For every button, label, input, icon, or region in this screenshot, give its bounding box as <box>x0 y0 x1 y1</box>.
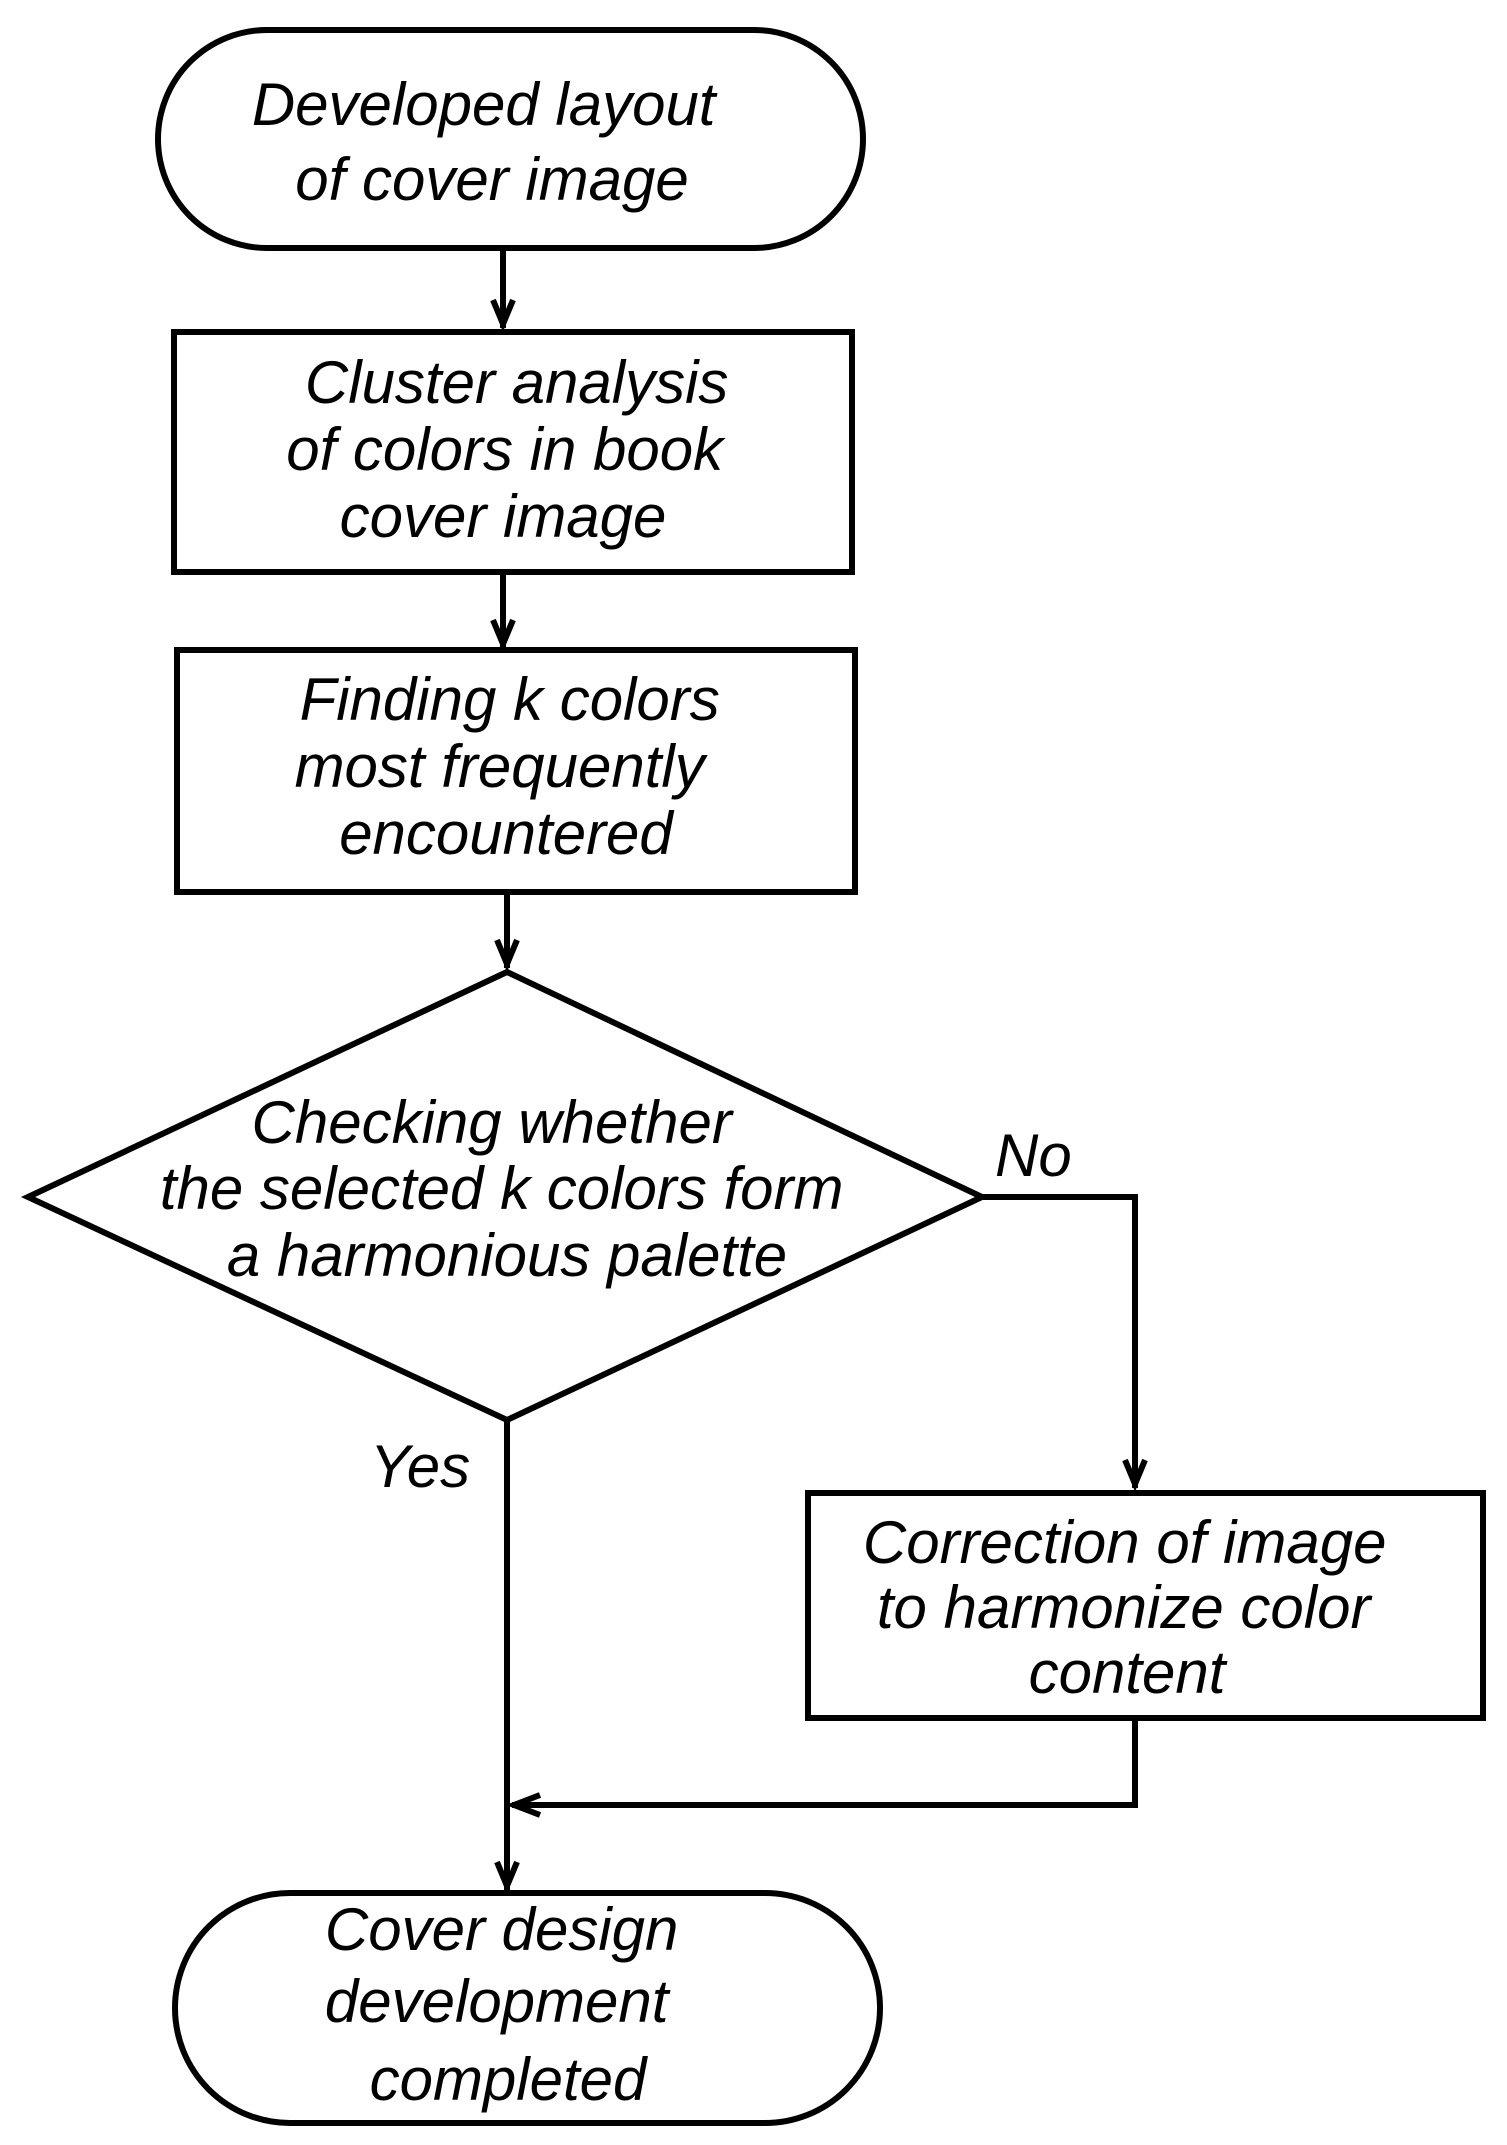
node-cluster-line-1: Cluster analysis <box>305 349 729 416</box>
connectors <box>490 250 1148 1894</box>
node-end: Cover design development completed <box>172 1890 883 2126</box>
node-check-text: Checking whether the selected k colors f… <box>160 1089 860 1289</box>
node-finding-line-2: most frequently <box>295 733 709 800</box>
edge-correction-merge <box>512 1720 1138 1808</box>
node-check-line-1: Checking whether <box>252 1089 734 1156</box>
node-cluster-line-3: cover image <box>340 483 667 550</box>
cluster-process-box <box>171 329 855 575</box>
node-finding: Finding k colors most frequently encount… <box>174 647 858 895</box>
node-correction: Correction of image to harmonize color c… <box>805 1490 1486 1721</box>
node-finding-line-1: Finding k colors <box>300 666 720 733</box>
node-end-line-3: completed <box>370 2046 648 2113</box>
node-correction-line-2: to harmonize color <box>877 1574 1373 1641</box>
edge-check-no-to-correction <box>983 1194 1138 1488</box>
arrowhead-check <box>494 938 520 972</box>
node-finding-text: Finding k colors most frequently encount… <box>295 666 737 867</box>
node-correction-line-1: Correction of image <box>863 1509 1387 1576</box>
node-cluster: Cluster analysis of colors in book cover… <box>171 329 855 575</box>
finding-process-box <box>174 647 858 895</box>
node-check-line-2: the selected k colors form <box>160 1155 844 1222</box>
check-decision-diamond <box>20 968 990 1424</box>
node-start: Developed layout of cover image <box>155 27 866 251</box>
arrowhead-correction <box>1122 1458 1148 1492</box>
node-finding-line-3: encountered <box>339 800 674 867</box>
node-correction-text: Correction of image to harmonize color c… <box>863 1509 1403 1706</box>
arrowhead-merge <box>505 1792 542 1818</box>
node-check-line-3: a harmonious palette <box>227 1222 787 1289</box>
node-cluster-line-2: of colors in book <box>286 416 726 483</box>
node-start-line-2: of cover image <box>295 146 689 213</box>
node-end-line-2: development <box>325 1968 671 2035</box>
arrowhead-end <box>494 1860 520 1894</box>
arrowhead-finding <box>490 618 516 652</box>
arrowhead-cluster <box>490 298 516 332</box>
node-correction-line-3: content <box>1029 1639 1228 1706</box>
node-end-line-1: Cover design <box>325 1896 679 1963</box>
correction-process-box <box>805 1490 1486 1721</box>
end-terminator <box>172 1890 883 2126</box>
node-end-text: Cover design development completed <box>325 1896 695 2113</box>
start-terminator <box>155 27 866 251</box>
edge-label-yes: Yes <box>370 1433 470 1500</box>
node-cluster-text: Cluster analysis of colors in book cover… <box>286 349 745 550</box>
edge-label-no: No <box>995 1122 1072 1189</box>
node-start-text: Developed layout of cover image <box>252 71 732 213</box>
node-check: Checking whether the selected k colors f… <box>20 968 990 1424</box>
node-start-line-1: Developed layout <box>252 71 718 138</box>
